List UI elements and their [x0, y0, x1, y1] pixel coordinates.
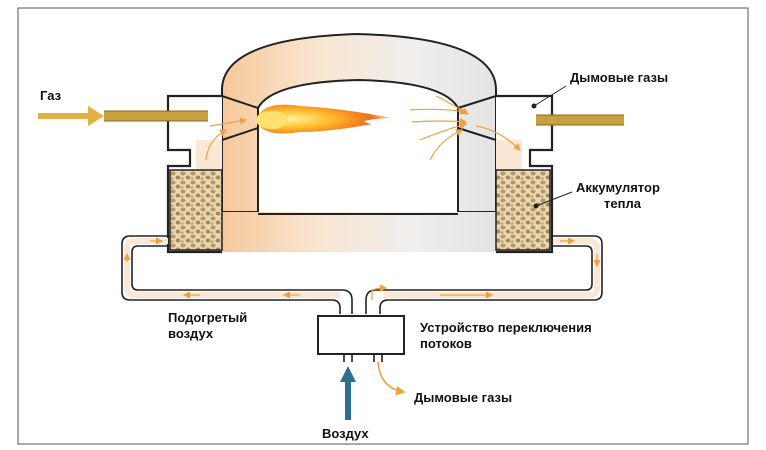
- label-flow-switch-line1: Устройство переключения: [420, 320, 592, 335]
- left-heat-accumulator: [169, 169, 223, 251]
- label-preheated-air-line2: воздух: [168, 326, 214, 341]
- flame-core: [256, 111, 288, 129]
- lower-duct-fill: [124, 238, 600, 298]
- flame: [256, 104, 392, 134]
- combustion-chamber: [257, 78, 459, 215]
- flow-switch-ports: [343, 354, 383, 362]
- label-flue-gas-top: Дымовые газы: [570, 70, 668, 85]
- image-frame: [17, 7, 749, 445]
- flue-gas-outlet-arrow: [377, 361, 406, 396]
- furnace-base: [222, 212, 496, 252]
- air-inlet-arrowhead: [340, 366, 356, 382]
- label-flue-gas-out: Дымовые газы: [414, 390, 512, 405]
- label-flow-switch-line2: потоков: [420, 336, 472, 351]
- chamber-flow-arrows: [409, 95, 521, 161]
- accumulator-callout-line: [535, 191, 573, 207]
- label-preheated-air-line1: Подогретый: [168, 310, 247, 325]
- left-port-flow-arrows: [205, 117, 248, 161]
- label-gas: Газ: [40, 88, 62, 103]
- gas-inlet-arrowhead: [88, 106, 104, 126]
- label-air: Воздух: [322, 426, 369, 441]
- duct-flow-arrows: [123, 237, 601, 300]
- label-heat-accumulator-line1: Аккумулятор: [576, 180, 660, 195]
- label-heat-accumulator-line2: тепла: [604, 196, 642, 211]
- flue-gas-callout-line: [533, 85, 567, 107]
- right-heat-accumulator: [495, 169, 551, 251]
- flow-switch-device: [317, 315, 405, 355]
- lower-ducts: [121, 235, 603, 314]
